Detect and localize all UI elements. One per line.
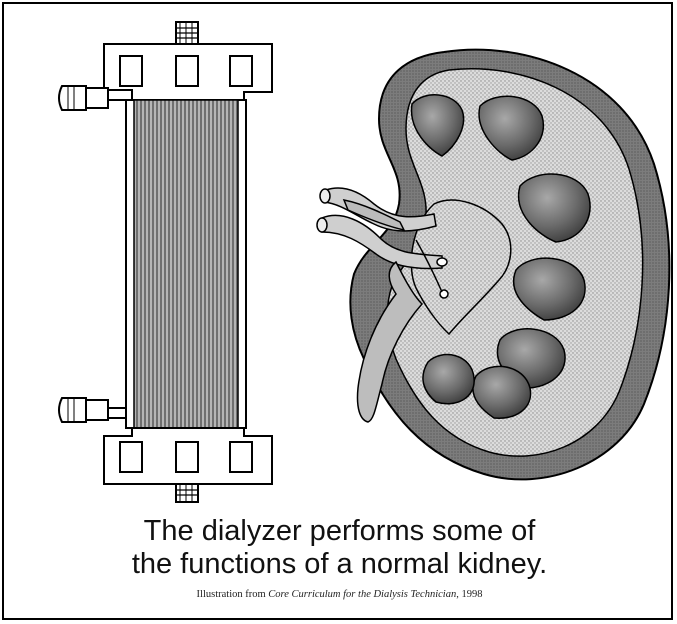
kidney-icon: [317, 50, 669, 480]
illustration-credit: Illustration from Core Curriculum for th…: [4, 589, 675, 600]
dialyzer-fibers: [134, 100, 238, 428]
dialyzer-upper-port: [59, 86, 132, 110]
dialyzer-lower-port: [59, 398, 132, 422]
illustration-artwork: [4, 4, 675, 504]
caption-line-2: the functions of a normal kidney.: [4, 547, 675, 581]
caption-line-1: The dialyzer performs some of: [4, 514, 675, 548]
dialyzer-top-tube: [176, 22, 198, 44]
dialyzer-bottom-cap: [104, 428, 272, 484]
dialyzer-icon: [59, 22, 272, 502]
credit-title: Core Curriculum for the Dialysis Technic…: [268, 589, 456, 600]
artery-opening: [320, 189, 330, 203]
credit-prefix: Illustration from: [197, 589, 269, 600]
dialyzer-bottom-tube: [176, 484, 198, 502]
credit-suffix: , 1998: [456, 589, 482, 600]
pyramid: [423, 355, 474, 404]
vein-opening: [317, 218, 327, 232]
